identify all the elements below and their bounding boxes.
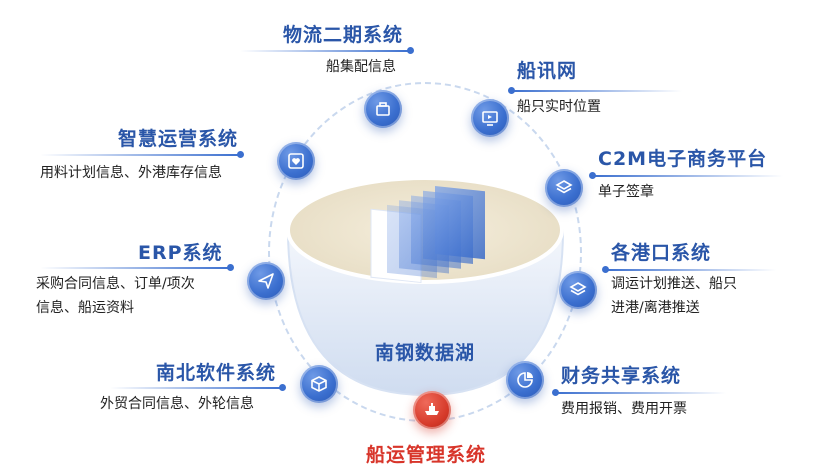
nanbei-dot [279,384,286,391]
erp-desc-line1: 采购合同信息、订单/项次 [36,276,195,292]
smart-node[interactable] [277,142,315,180]
heart-screen-icon [288,153,304,169]
nanbei-title: 南北软件系统 [156,362,277,384]
erp-node[interactable] [247,262,285,300]
shipnet-desc: 船只实时位置 [517,99,601,115]
c2m-dot [589,172,596,179]
cube-icon [311,376,327,392]
cargo-icon [376,102,390,116]
ports-desc-line2: 进港/离港推送 [611,300,700,316]
shipnet-node[interactable] [471,99,509,137]
ports-title: 各港口系统 [611,242,712,264]
data-lake-label: 南钢数据湖 [374,342,475,364]
data-lake-bowl [283,160,568,400]
ports-line [606,269,776,271]
ship-icon [425,403,439,415]
logistics2-line [240,50,410,52]
pie-chart-icon [517,372,533,388]
smart-line [40,154,240,156]
logistics2-desc: 船集配信息 [326,59,396,75]
smart-dot [237,151,244,158]
finance-node[interactable] [506,361,544,399]
ports-desc-line1: 调运计划推送、船只 [611,276,737,292]
nanbei-line [110,387,282,389]
c2m-node[interactable] [545,169,583,207]
shipping-node[interactable] [413,391,451,429]
data-lake-illustration [286,176,565,397]
nanbei-desc: 外贸合同信息、外轮信息 [100,396,254,412]
finance-desc: 费用报销、费用开票 [561,401,687,417]
c2m-title: C2M电子商务平台 [598,148,768,170]
ports-node[interactable] [559,271,597,309]
smart-title: 智慧运营系统 [118,128,239,150]
c2m-line [593,175,783,177]
erp-dot [227,264,234,271]
erp-title: ERP系统 [138,242,223,264]
erp-line [40,267,230,269]
data-layers-icon [370,185,485,284]
monitor-icon [482,111,498,126]
logistics2-node[interactable] [364,90,402,128]
finance-dot [552,389,559,396]
layers-icon [555,180,573,194]
smart-desc: 用料计划信息、外港库存信息 [40,165,222,181]
logistics2-title: 物流二期系统 [283,24,404,46]
shipping-title: 船运管理系统 [366,444,487,466]
c2m-desc: 单子签章 [598,184,654,200]
finance-line [556,392,726,394]
shipnet-dot [508,87,515,94]
shipnet-line [512,90,682,92]
nanbei-node[interactable] [300,365,338,403]
send-icon [258,273,274,289]
ports-dot [602,266,609,273]
erp-desc-line2: 信息、船运资料 [36,300,134,316]
shipnet-title: 船讯网 [517,60,578,82]
finance-title: 财务共享系统 [561,365,682,387]
logistics2-dot [407,47,414,54]
layers-icon [569,282,587,296]
